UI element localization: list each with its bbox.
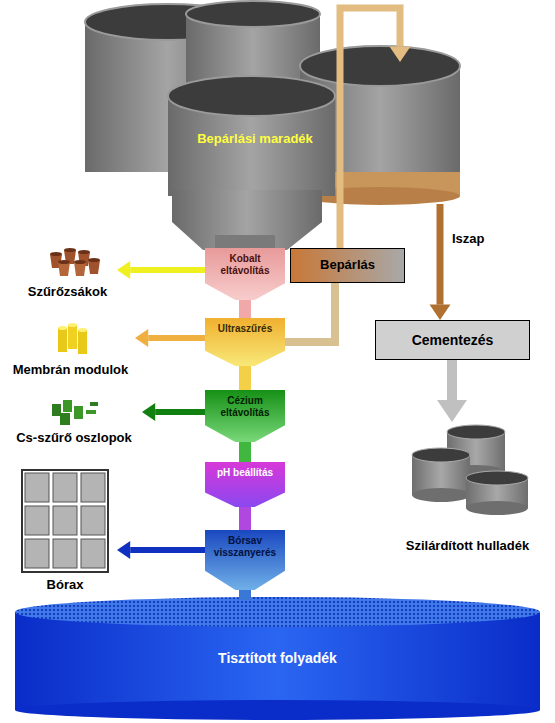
borax-grid [22,470,108,572]
node-label: Szilárdított hulladék [383,539,552,554]
arrow-head [117,261,130,279]
flow-connector [447,360,457,400]
process-funnel: Bórsav visszanyerés [205,530,285,590]
output-product: Cs-szűrő oszlopok [6,396,142,446]
borax-cells [25,473,105,568]
process-funnel: pH beállítás [205,462,285,507]
membrane-modules [58,323,87,354]
arrow-head [437,400,467,422]
node-label: Bepárlási maradék [175,132,335,147]
flow-connector [130,267,205,273]
output-product: Szűrőzsákok [18,246,117,300]
clean-liquid-tank [15,597,540,720]
filter-bags [50,248,100,276]
flow-connector [340,8,400,248]
evaporator-tanks [85,1,460,250]
arrow-head [390,47,411,62]
process-box: Bepárlás [290,248,405,283]
output-product: Membrán modulok [6,322,135,378]
output-product: Szilárdított hulladék [383,412,552,554]
flow-connector [239,505,251,532]
node-label: pH beállítás [208,467,282,479]
flow-connector [437,204,444,305]
process-funnel: Ultraszűrés [205,318,285,366]
node-label: Membrán modulok [6,363,135,378]
evaporation-residue-tanks: Bepárlási maradék [85,0,460,236]
flow-connector [155,409,205,415]
node-label: Bepárlás [320,258,375,273]
node-label: Tisztított folyadék [15,650,540,666]
process-box: Cementezés [375,320,530,360]
flow-connector [239,440,251,464]
process-funnel: Cézium eltávolítás [205,390,285,442]
arrow-head [135,329,148,347]
node-label: Szűrőzsákok [18,285,117,300]
node-label: Ultraszűrés [208,323,282,335]
process-funnel: Kobalt eltávolítás [205,248,285,300]
output-product: Bórax [13,466,117,593]
node-label: Kobalt eltávolítás [208,253,282,276]
node-label: Bórax [13,578,117,593]
flow-connector [239,298,251,320]
edge-label: Iszap [450,232,487,247]
node-label: Cs-szűrő oszlopok [6,431,142,446]
node-label: Bórsav visszanyerés [208,535,282,558]
node-label: Cézium eltávolítás [208,395,282,418]
node-label: Cementezés [412,332,494,348]
flow-connector [285,283,335,342]
flow-connector [239,364,251,392]
flow-connector [148,335,205,341]
cs-filter-columns [52,400,98,425]
solidified-drums [412,425,528,515]
clean-liquid-tank: Tisztított folyadék [15,598,540,716]
arrow-head [117,541,130,559]
arrow-head [142,403,155,421]
arrow-head [430,305,451,320]
flow-connector [215,235,275,249]
flow-connector [130,547,205,553]
